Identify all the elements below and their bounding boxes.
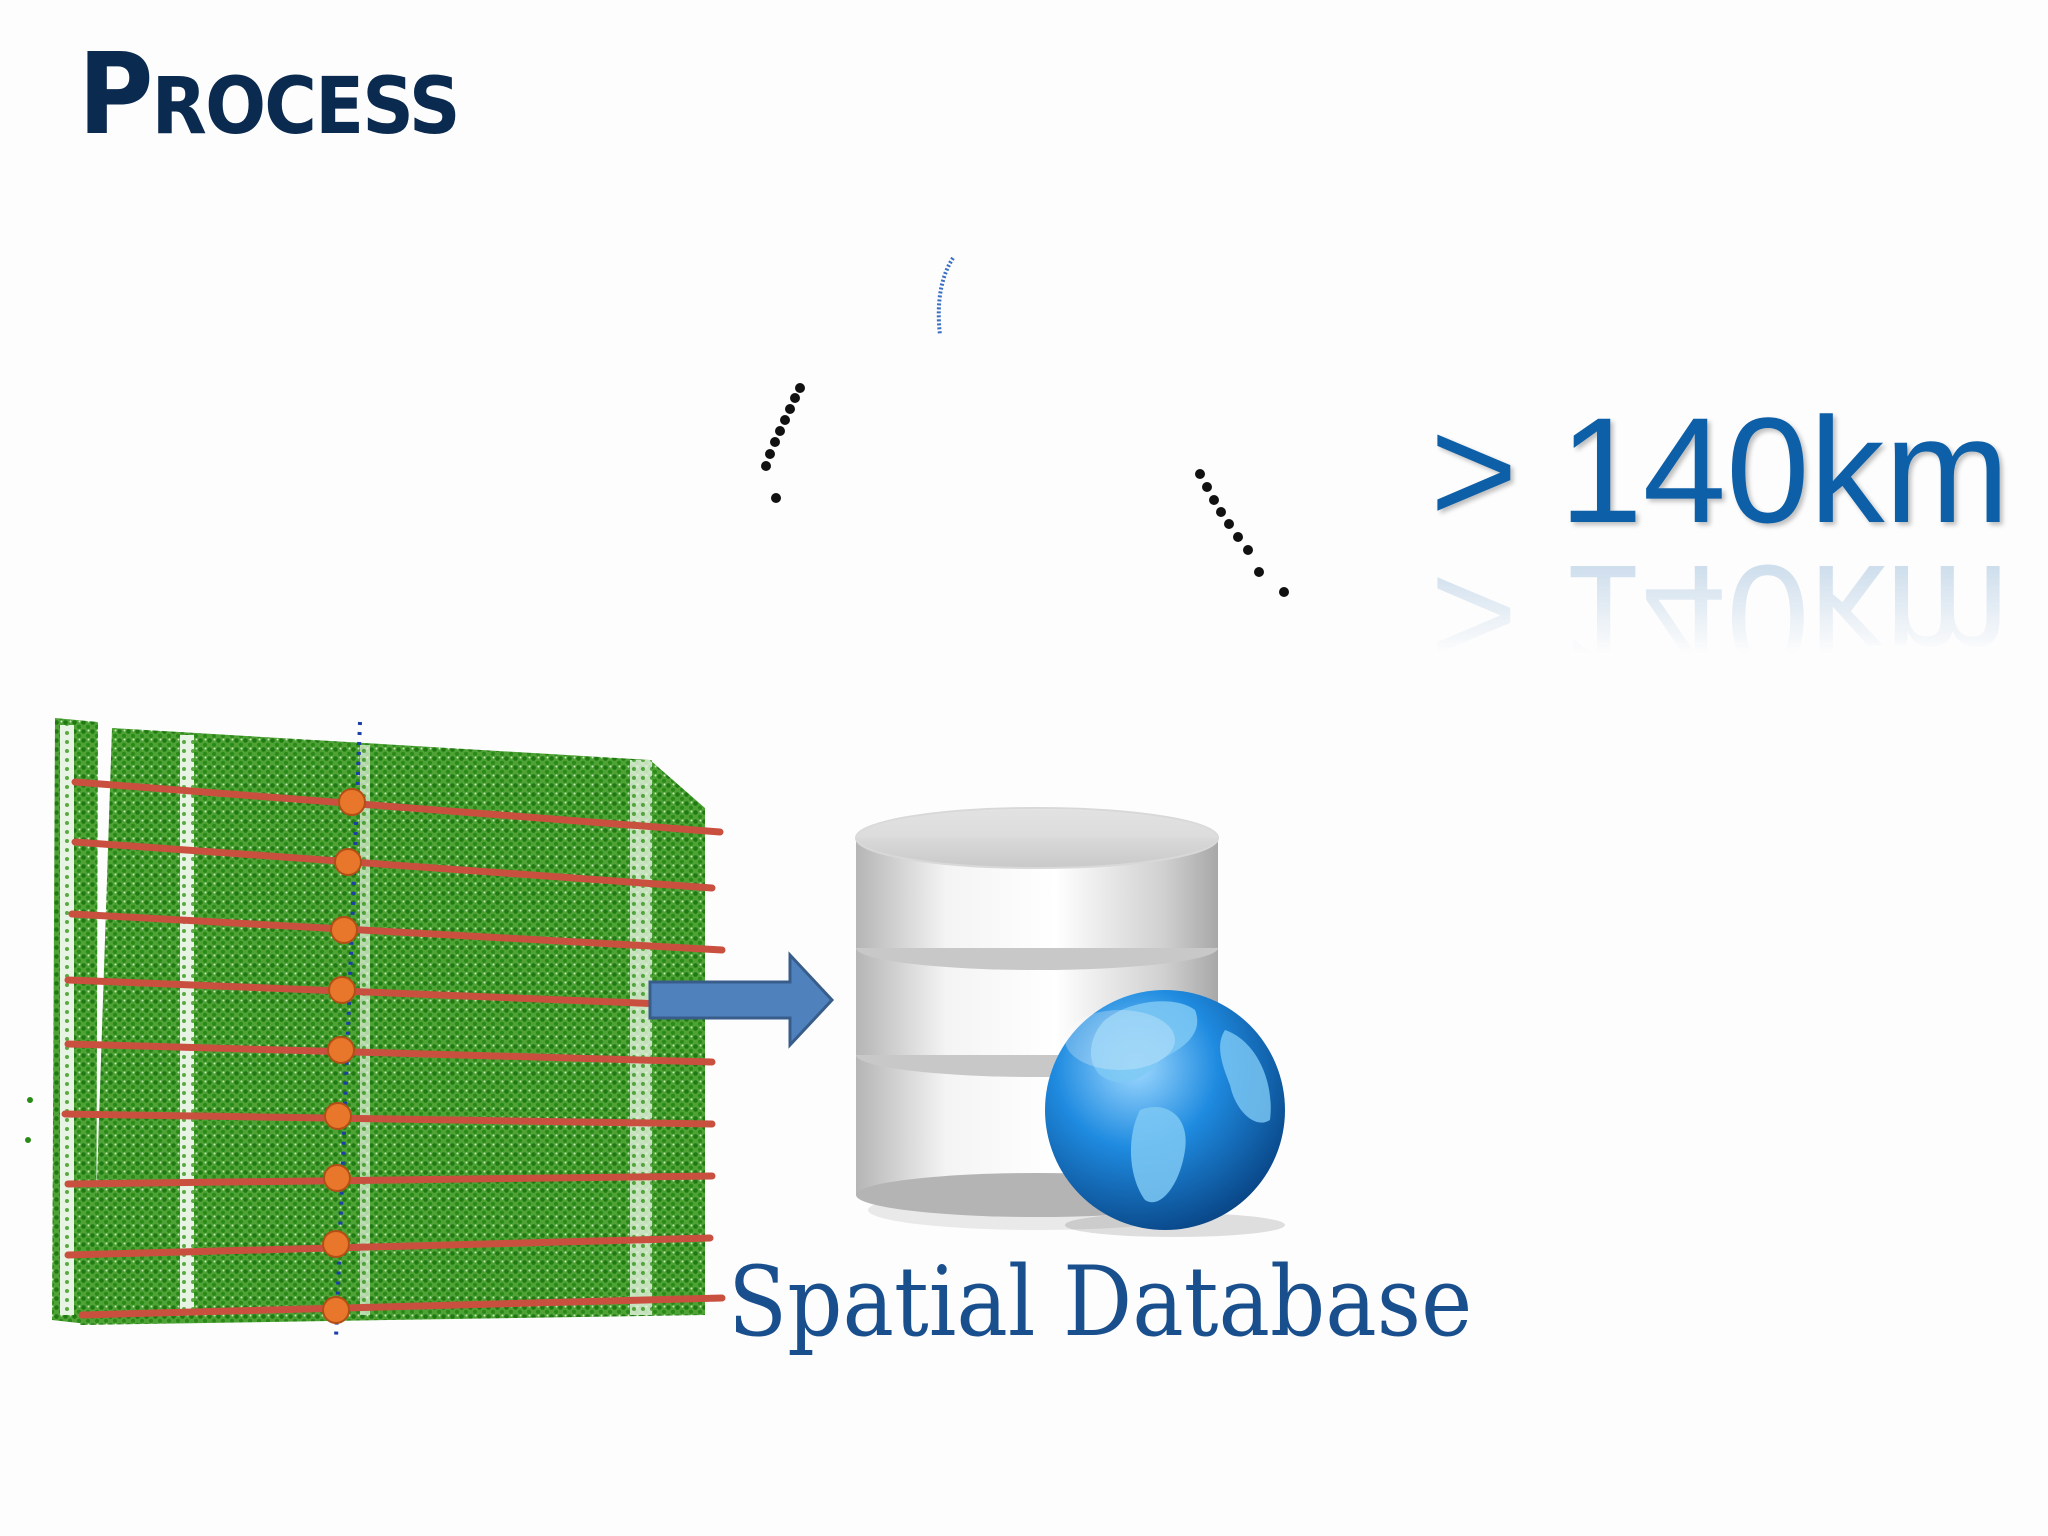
database-label: Spatial Database — [728, 1246, 1473, 1358]
globe-icon — [1045, 990, 1285, 1237]
curve-fragment-right — [1195, 469, 1289, 597]
curve-fragment-blue — [936, 256, 955, 336]
point-cloud-image — [25, 718, 726, 1339]
distance-label-reflection: > 140km — [1430, 534, 2010, 702]
slide-title: Process — [78, 30, 461, 160]
curve-fragment-left — [761, 383, 805, 503]
arrow-right-icon — [648, 951, 835, 1049]
distance-label: > 140km — [1430, 386, 2010, 554]
